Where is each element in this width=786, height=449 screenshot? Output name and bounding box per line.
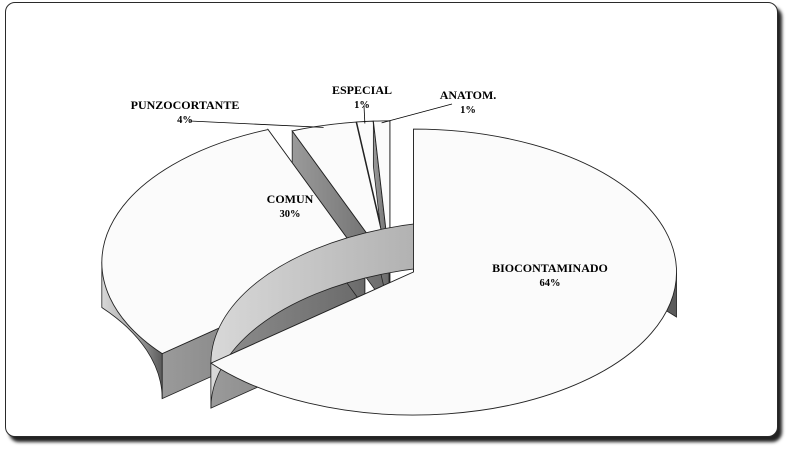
label-value-comun: 30% (280, 209, 301, 220)
label-value-especial: 1% (354, 100, 370, 111)
label-value-punzocortante: 4% (177, 115, 193, 126)
slice-biocontaminado (209, 128, 677, 416)
leader-line-punzocortante (189, 120, 324, 128)
slice-top-biocontaminado (209, 128, 677, 416)
leader-line-anatom (381, 103, 453, 124)
label-category-anatom: ANATOM. (440, 88, 497, 102)
label-category-especial: ESPECIAL (332, 83, 392, 97)
label-category-comun: COMUN (267, 192, 314, 206)
slice-top-punzocortante (291, 121, 390, 265)
label-category-punzocortante: PUNZOCORTANTE (131, 98, 240, 112)
label-value-anatom: 1% (460, 105, 476, 116)
slice-top-comun (101, 129, 366, 355)
leader-line-especial (363, 105, 366, 124)
label-category-biocontaminado: BIOCONTAMINADO (492, 261, 608, 275)
label-value-biocontaminado: 64% (540, 278, 561, 289)
